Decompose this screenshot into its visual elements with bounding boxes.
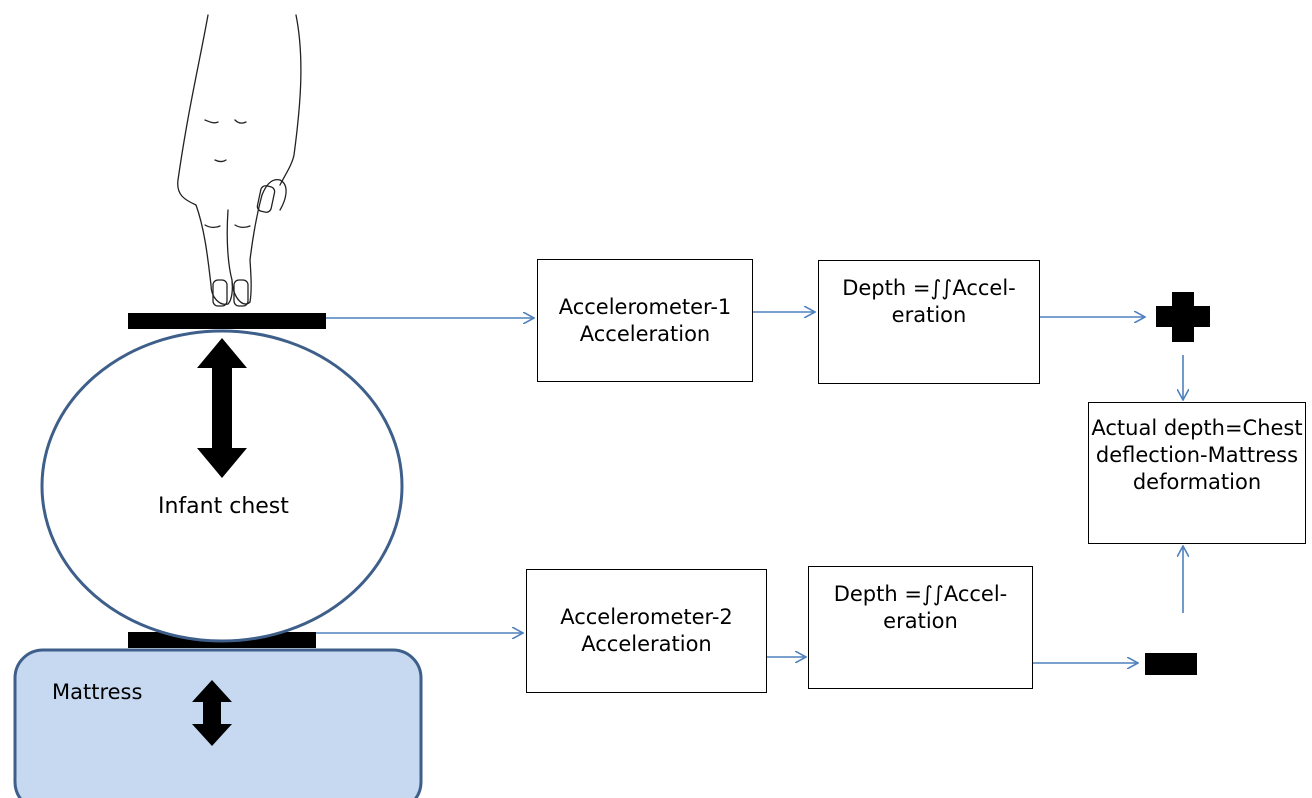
hand-illustration xyxy=(177,14,302,307)
actual-depth-line1: Actual depth=Chest xyxy=(1091,416,1303,440)
accelerometer-2-box: Accelerometer-2 Acceleration xyxy=(526,569,767,693)
mattress-label: Mattress xyxy=(52,680,143,704)
infant-chest-label: Infant chest xyxy=(158,494,289,519)
accelerometer-1-box: Accelerometer-1 Acceleration xyxy=(537,259,753,382)
accelerometer-2-title: Accelerometer-2 xyxy=(560,605,733,630)
accelerometer-1-title: Accelerometer-1 xyxy=(558,294,732,319)
mattress-double-arrow-icon xyxy=(192,680,232,746)
accelerometer-1-subtitle: Acceleration xyxy=(579,321,711,346)
chest-double-arrow-icon xyxy=(197,338,247,478)
depth-2-line1: Depth =∫∫Accel- xyxy=(833,582,1008,606)
depth-1-box: Depth =∫∫Accel- eration xyxy=(818,260,1040,384)
accelerometer-2-subtitle: Acceleration xyxy=(581,632,712,656)
top-accelerometer-plate xyxy=(128,313,326,329)
actual-depth-box: Actual depth=Chest deflection-Mattress d… xyxy=(1088,402,1306,544)
minus-icon xyxy=(1145,653,1197,675)
depth-1-line2: eration xyxy=(891,302,967,327)
depth-2-box: Depth =∫∫Accel- eration xyxy=(808,566,1033,689)
actual-depth-line2: deflection-Mattress xyxy=(1095,442,1299,467)
depth-1-line1: Depth =∫∫Accel- xyxy=(842,276,1016,300)
plus-icon xyxy=(1156,292,1210,342)
infant-chest-ellipse xyxy=(40,329,404,643)
depth-2-line2: eration xyxy=(883,608,958,633)
actual-depth-line3: deformation xyxy=(1132,469,1262,494)
